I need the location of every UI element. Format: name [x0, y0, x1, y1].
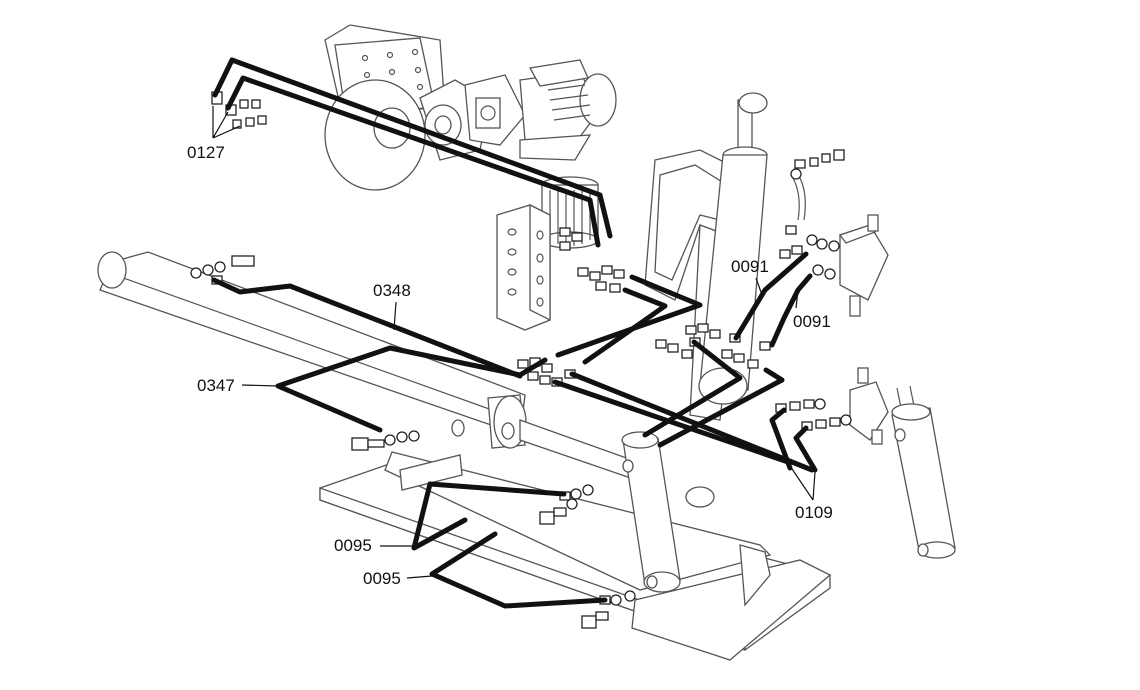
part-label-0091-upper: 0091 — [731, 257, 769, 276]
hose-0109-a — [769, 407, 793, 471]
valve-block-lower — [849, 367, 889, 445]
hose-0091-b — [769, 273, 813, 348]
hose-manifold-a — [555, 274, 703, 358]
hose-0095-upper — [411, 481, 567, 551]
part-label-0347: 0347 — [197, 376, 235, 395]
manifold-ports — [507, 228, 544, 307]
hose-0091-a — [733, 251, 809, 341]
part-label-0127: 0127 — [187, 143, 225, 162]
part-label-0348: 0348 — [373, 281, 411, 300]
linkage-rod — [790, 168, 806, 221]
hose-0127-outer — [212, 57, 613, 239]
fittings — [190, 91, 852, 629]
hydraulic-hoses — [211, 57, 818, 609]
tilt-cylinder — [621, 431, 681, 593]
hose-manifold-b — [582, 287, 668, 365]
part-label-0109: 0109 — [795, 503, 833, 522]
motor-pump-unit — [324, 24, 617, 191]
part-label-0095-upper: 0095 — [334, 536, 372, 555]
callout-leaders — [212, 106, 816, 579]
hose-0348 — [211, 277, 523, 379]
leader-0095-lower — [406, 575, 433, 579]
hose-center-b — [569, 371, 815, 473]
motor-cooling-fins — [547, 84, 591, 121]
leader-0348 — [393, 301, 397, 331]
part-label-0091-lower: 0091 — [793, 312, 831, 331]
hose-mid-b — [657, 367, 785, 448]
leader-0109 — [787, 462, 816, 501]
valve-block-upper — [838, 214, 889, 317]
part-label-0095-lower: 0095 — [363, 569, 401, 588]
hose-0127-inner — [225, 75, 601, 248]
leader-0347 — [241, 384, 279, 387]
hose-0109-b — [793, 425, 818, 473]
main-cylinder — [97, 251, 661, 489]
hose-mid-a — [642, 339, 743, 438]
hose-0347 — [275, 345, 548, 433]
leader-0091-upper — [755, 277, 763, 296]
part-labels: 0127 0348 0347 0091 0091 0109 0095 0095 — [187, 143, 833, 588]
hose-0095-lower — [429, 531, 608, 609]
base-frame — [319, 451, 832, 661]
leader-0091-lower — [795, 289, 799, 309]
side-cylinder — [891, 385, 956, 559]
leader-0127 — [212, 106, 241, 139]
